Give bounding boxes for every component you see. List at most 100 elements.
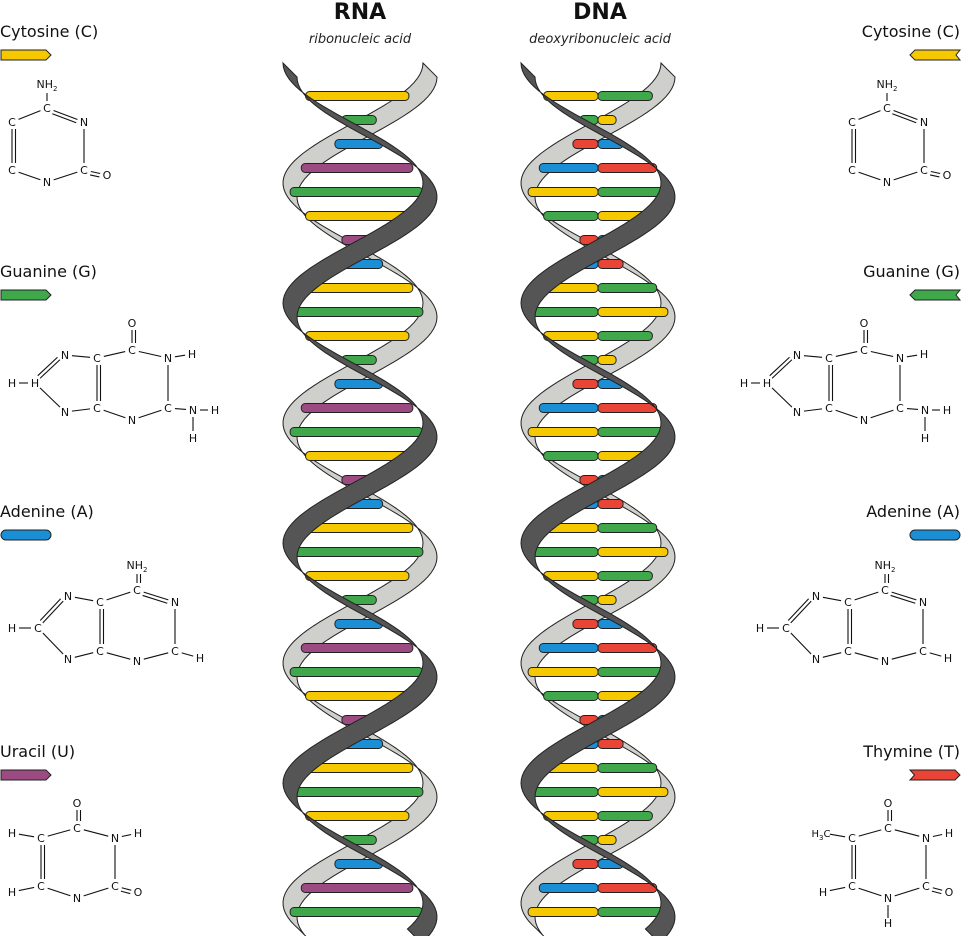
atom-label: O [884, 797, 893, 810]
atom-label: H [944, 652, 952, 665]
atom-label: C [884, 822, 892, 835]
atom-label: N [883, 176, 891, 189]
base-pair-left [543, 211, 599, 221]
atom-label: C [96, 645, 104, 658]
rna-base [305, 571, 410, 581]
base-pair-right [597, 811, 653, 821]
atom-label: N [43, 176, 51, 189]
left-base-name-guanine: Guanine (G) [0, 262, 97, 281]
left-base-name-uracil: Uracil (U) [0, 742, 76, 761]
atom-label: C [133, 584, 141, 597]
backbone-strand-back [520, 61, 676, 936]
base-pair-right [597, 499, 624, 509]
base-pair-right [597, 787, 669, 797]
atom-label: N [111, 832, 119, 845]
right-base-name-adenine: Adenine (A) [866, 502, 960, 521]
atom-label: N [881, 655, 889, 668]
atom-label: C [825, 402, 833, 415]
atom-label: C [883, 102, 891, 115]
atom-label: H [8, 377, 16, 390]
base-pair-right [597, 115, 617, 125]
dna-title: DNA [573, 0, 627, 25]
atom-label: H [8, 886, 16, 899]
atom-label: O [943, 169, 952, 182]
atom-label: NH2 [877, 78, 898, 93]
atom-label: H [819, 886, 827, 899]
atom-label: N [61, 349, 69, 362]
base-pair-left [527, 307, 599, 317]
atom-label: O [73, 797, 82, 810]
legend-tag-left-adenine [0, 529, 52, 541]
rna-base [289, 307, 424, 317]
atom-label: N [884, 892, 892, 905]
atom-label: N [812, 653, 820, 666]
atom-label: H [196, 652, 204, 665]
base-pair-right [597, 259, 624, 269]
left-base-name-cytosine: Cytosine (C) [0, 22, 99, 41]
atom-label: C [96, 596, 104, 609]
base-pair-right [597, 403, 658, 413]
atom-label: C [128, 344, 136, 357]
atom-label: H [134, 827, 142, 840]
atom-label: C [920, 164, 928, 177]
atom-label: N [164, 352, 172, 365]
rna-base [289, 787, 424, 797]
legend-tag-right-cytosine [909, 49, 962, 61]
base-pair-left [572, 139, 599, 149]
atom-label: H [740, 377, 748, 390]
base-pair-right [597, 835, 617, 845]
base-pair-right [597, 307, 669, 317]
base-pair-left [538, 163, 599, 173]
base-pair-right [597, 763, 658, 773]
legend-tag-right-guanine [909, 289, 962, 301]
base-pair-left [543, 91, 599, 101]
base-pair-left [572, 859, 599, 869]
atom-label: H [188, 348, 196, 361]
atom-label: H [943, 404, 951, 417]
atom-label: C [881, 584, 889, 597]
rna-base [289, 187, 424, 197]
right-base-name-thymine: Thymine (T) [863, 742, 960, 761]
atom-label: C [844, 645, 852, 658]
legend-tag-right-thymine [908, 769, 961, 781]
atom-label: O [945, 886, 954, 899]
base-pair-right [597, 643, 658, 653]
atom-label: H [921, 432, 929, 445]
atom-label: C [164, 402, 172, 415]
atom-label: N [189, 404, 197, 417]
atom-label: C [825, 352, 833, 365]
rna-base [305, 331, 410, 341]
atom-label: C [844, 596, 852, 609]
base-pair-right [597, 91, 653, 101]
rna-subtitle: ribonucleic acid [308, 32, 412, 47]
atom-label: N [64, 653, 72, 666]
atom-label: N [793, 406, 801, 419]
left-base-name-adenine: Adenine (A) [0, 502, 94, 521]
base-pair-right [597, 547, 669, 557]
base-pair-left [572, 379, 599, 389]
base-pair-right [597, 355, 617, 365]
atom-label: H [211, 404, 219, 417]
atom-label: N [64, 590, 72, 603]
base-pair-right [597, 163, 658, 173]
atom-label: H [8, 827, 16, 840]
atom-label: N [919, 596, 927, 609]
base-pair-left [527, 667, 599, 677]
atom-label: N [61, 406, 69, 419]
backbone-strand-back [282, 61, 438, 936]
atom-label: H [189, 432, 197, 445]
right-base-name-guanine: Guanine (G) [863, 262, 960, 281]
atom-label: N [80, 116, 88, 129]
base-pair-right [597, 283, 658, 293]
atom-label: N [171, 596, 179, 609]
atom-label: C [43, 102, 51, 115]
rna-base [300, 643, 414, 653]
